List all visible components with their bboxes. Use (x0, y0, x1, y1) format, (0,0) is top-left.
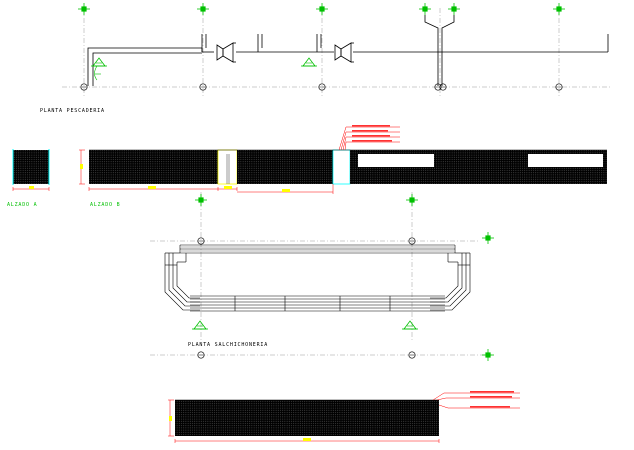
grid-marker-icon (194, 193, 208, 207)
axis-bubble-icon (408, 351, 416, 359)
grid-marker-icon (481, 231, 495, 245)
elevation-a: ALZADO A (7, 149, 50, 208)
elevation-marker-icon (191, 320, 209, 330)
plan-salchichoneria: PLANTA SALCHICHONERIA (150, 192, 495, 362)
grid-marker-icon (481, 348, 495, 362)
sink-fixture-icon (216, 42, 236, 63)
grid-marker-icon (405, 193, 419, 207)
axis-bubble-icon (439, 83, 447, 91)
elevation-b: ALZADO B (79, 125, 607, 208)
grid-marker-icon (196, 2, 210, 16)
grid-marker-icon (447, 2, 461, 16)
plan-pescaderia-label: PLANTA PESCADERIA (40, 108, 105, 114)
elevation-marker-icon (300, 57, 318, 67)
grid-marker-icon (315, 2, 329, 16)
elevation-a-label: ALZADO A (7, 202, 37, 208)
grid-marker-icon (552, 2, 566, 16)
elevation-salchichoneria (168, 391, 520, 443)
plan-salchichoneria-label: PLANTA SALCHICHONERIA (188, 342, 268, 348)
grid-marker-icon (77, 2, 91, 16)
axis-bubble-icon (197, 351, 205, 359)
elevation-marker-icon (401, 320, 419, 330)
plan-pescaderia: PLANTA PESCADERIA (40, 2, 612, 114)
sink-fixture-icon (334, 42, 354, 63)
grid-marker-branch-icon (419, 3, 431, 15)
elevation-b-label: ALZADO B (90, 202, 120, 208)
